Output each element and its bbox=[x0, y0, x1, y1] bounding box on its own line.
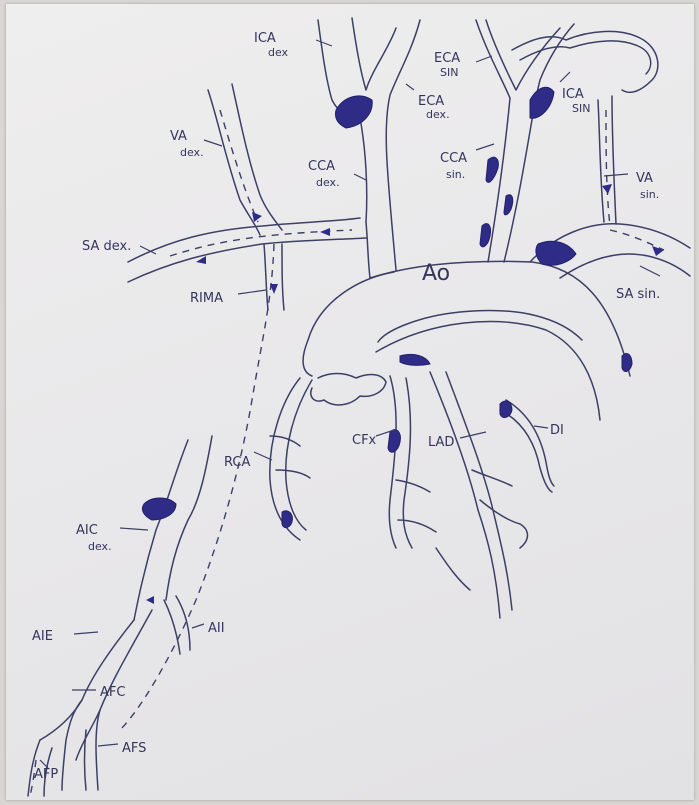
label-va-sin-2: sin. bbox=[640, 188, 659, 201]
rima-vessel bbox=[264, 244, 268, 310]
va-sin-flow bbox=[606, 110, 610, 226]
ica-sin-loop bbox=[512, 31, 658, 92]
leader-lines bbox=[40, 40, 660, 768]
cca-dex-lower bbox=[366, 222, 370, 278]
descending-aorta-inner bbox=[378, 310, 582, 342]
va-sin-vessel bbox=[598, 100, 604, 222]
eca-sin-vessel-2 bbox=[486, 20, 560, 90]
aii-vessel bbox=[164, 600, 180, 654]
lmca-outline bbox=[311, 374, 386, 405]
label-eca-sin-1: ECA bbox=[434, 51, 460, 66]
sa-sin-vessel-2 bbox=[560, 254, 690, 278]
cfx-branch bbox=[396, 480, 430, 492]
label-afs: AFS bbox=[122, 741, 146, 756]
label-aie: AIE bbox=[32, 629, 53, 644]
va-sin-vessel-2 bbox=[612, 96, 616, 224]
afs-vessel bbox=[96, 710, 100, 790]
label-lad: LAD bbox=[428, 435, 454, 450]
ica-sin-plaque bbox=[530, 87, 554, 118]
label-cca-dex-1: CCA bbox=[308, 159, 335, 174]
rima-flow bbox=[120, 244, 274, 730]
aic-dex-plaque bbox=[142, 498, 176, 520]
label-ica-sin-2: SIN bbox=[572, 102, 590, 115]
label-eca-sin-2: SIN bbox=[440, 66, 458, 79]
flow-arrows bbox=[146, 184, 664, 604]
di-vessel-2 bbox=[506, 400, 554, 486]
rca-branch-2 bbox=[276, 470, 310, 478]
lad-plaque bbox=[500, 401, 512, 417]
cca-sin-plaque-2 bbox=[480, 224, 491, 247]
sa-sin-plaque bbox=[536, 241, 576, 265]
labels: ICA dex ECA dex. ECA SIN ICA SIN VA dex.… bbox=[32, 31, 660, 782]
vessel-outlines bbox=[28, 18, 690, 796]
ica-sin-vessel bbox=[504, 24, 574, 262]
label-eca-dex-1: ECA bbox=[418, 94, 444, 109]
lad-lower-branch bbox=[436, 548, 470, 590]
label-va-sin-1: VA bbox=[636, 171, 653, 186]
sa-dex-flow bbox=[170, 230, 352, 256]
aie-vessel bbox=[40, 620, 134, 740]
eca-dex-vessel-2 bbox=[386, 20, 420, 270]
aortic-plaque-right bbox=[622, 354, 632, 372]
sa-dex-vessel-2 bbox=[128, 238, 366, 282]
va-sin-arrow bbox=[602, 184, 612, 194]
label-ica-dex-1: ICA bbox=[254, 31, 276, 46]
label-aii: AII bbox=[208, 621, 225, 636]
label-ica-dex-2: dex bbox=[268, 46, 289, 59]
cfx-plaque bbox=[388, 430, 400, 453]
label-aic-dex-2: dex. bbox=[88, 540, 112, 553]
cca-sin-plaque-3 bbox=[504, 195, 513, 215]
label-cca-dex-2: dex. bbox=[316, 176, 340, 189]
label-va-dex-1: VA bbox=[170, 129, 187, 144]
label-cca-sin-2: sin. bbox=[446, 168, 465, 181]
label-di: DI bbox=[550, 423, 564, 438]
lad-branch-2 bbox=[472, 470, 512, 486]
di-vessel bbox=[500, 410, 552, 492]
rca-branch bbox=[270, 436, 300, 446]
sa-dex-arrow bbox=[320, 228, 330, 236]
aortic-plaque-top bbox=[400, 354, 430, 365]
rima-vessel-2 bbox=[282, 244, 284, 310]
afs-vessel-2 bbox=[85, 730, 87, 790]
label-cca-sin-1: CCA bbox=[440, 151, 467, 166]
ica-dex-plaque bbox=[335, 96, 372, 128]
aortic-arch-inner bbox=[303, 272, 394, 376]
label-sa-dex: SA dex. bbox=[82, 239, 131, 254]
eca-dex-vessel bbox=[352, 18, 396, 90]
cca-sin-plaque-1 bbox=[486, 157, 498, 182]
label-aic-dex-1: AIC bbox=[76, 523, 98, 538]
ica-sin-loop-inner bbox=[520, 41, 651, 74]
paper-sheet: ICA dex ECA dex. ECA SIN ICA SIN VA dex.… bbox=[6, 4, 694, 800]
sa-sin-arrow bbox=[652, 246, 664, 256]
aii-arrow bbox=[146, 596, 154, 604]
eca-sin-vessel bbox=[476, 20, 510, 262]
va-dex-arrow bbox=[252, 212, 262, 222]
label-eca-dex-2: dex. bbox=[426, 108, 450, 121]
label-ica-sin-1: ICA bbox=[562, 87, 584, 102]
label-rima: RIMA bbox=[190, 291, 223, 306]
label-cfx: CFx bbox=[352, 433, 377, 448]
rca-plaque bbox=[282, 511, 292, 528]
va-dex-flow bbox=[220, 110, 258, 222]
label-sa-sin: SA sin. bbox=[616, 287, 660, 302]
cfx-vessel bbox=[389, 376, 396, 548]
label-afc: AFC bbox=[100, 685, 125, 700]
cfx-vessel-2 bbox=[403, 378, 412, 548]
vascular-diagram: ICA dex ECA dex. ECA SIN ICA SIN VA dex.… bbox=[6, 4, 694, 800]
label-aorta: Ao bbox=[422, 261, 450, 286]
label-afp: AFP bbox=[34, 767, 58, 782]
sa-sin-flow bbox=[610, 230, 664, 250]
rca-vessel-2 bbox=[286, 380, 312, 530]
va-dex-vessel bbox=[208, 90, 260, 235]
label-va-dex-2: dex. bbox=[180, 146, 204, 159]
va-dex-vessel-2 bbox=[232, 84, 282, 230]
label-rca: RCA bbox=[224, 455, 250, 470]
